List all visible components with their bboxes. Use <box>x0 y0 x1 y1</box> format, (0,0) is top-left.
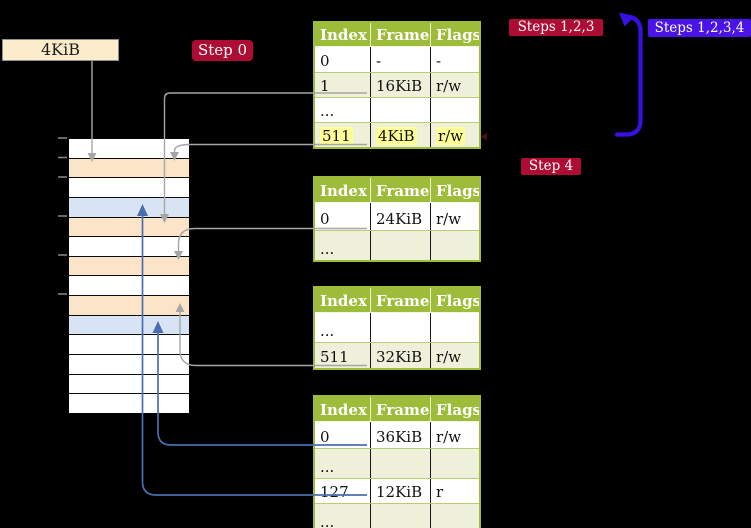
cell-frame: 24KiB <box>370 203 430 230</box>
page-table-level-3: Index Frame Flags 0 24KiB r/w ... <box>313 176 481 262</box>
memory-frame-row <box>69 275 189 296</box>
column-header-flags: Flags <box>430 397 479 421</box>
cell-frame: 4KiB <box>370 123 430 147</box>
memory-frame-row <box>69 314 189 335</box>
column-header-flags: Flags <box>430 178 479 202</box>
cell-frame <box>370 313 430 342</box>
memory-frame-row <box>69 334 189 355</box>
table-row: ... <box>315 313 479 342</box>
steps1234-badge: Steps 1,2,3,4 <box>648 19 751 37</box>
table-row: 127 12KiB r <box>315 478 479 503</box>
cell-flags <box>430 313 479 342</box>
column-header-frame: Frame <box>370 397 430 421</box>
cell-index: ... <box>320 513 335 528</box>
cell-frame <box>370 231 430 260</box>
column-header-frame: Frame <box>370 23 430 46</box>
cell-index: 511 <box>320 127 353 145</box>
column-header-index: Index <box>320 26 367 44</box>
column-header-frame: Frame <box>370 288 430 312</box>
step4-badge: Step 4 <box>521 158 581 175</box>
steps1234-text: Steps 1,2,3,4 <box>654 20 745 36</box>
table-row: 0 - - <box>315 47 479 72</box>
step0-text: Step 0 <box>197 41 248 59</box>
steps123-badge: Steps 1,2,3 <box>509 19 603 36</box>
memory-frame-row <box>69 196 189 217</box>
cell-frame: 12KiB <box>370 479 430 503</box>
memory-address-ticks <box>58 137 67 295</box>
cell-flags <box>430 231 479 260</box>
page-size-text: 4KiB <box>40 40 80 59</box>
cell-flags: r/w <box>430 73 479 97</box>
arrow-steps-loop <box>614 12 643 137</box>
cell-flags: r/w <box>430 422 479 448</box>
column-header-index: Index <box>320 182 367 200</box>
column-header-frame: Frame <box>370 178 430 202</box>
table-row: ... <box>315 448 479 478</box>
cell-frame <box>370 504 430 528</box>
steps123-text: Steps 1,2,3 <box>517 19 595 35</box>
cell-index: ... <box>320 322 335 340</box>
cell-index: 0 <box>320 428 330 446</box>
cell-frame <box>370 449 430 478</box>
page-table-level-4: Index Frame Flags 0 - - 1 16KiB r/w ... … <box>313 21 481 149</box>
cell-index: ... <box>320 240 335 258</box>
table-row: 511 32KiB r/w <box>315 342 479 368</box>
table-row: 0 36KiB r/w <box>315 422 479 448</box>
column-header-flags: Flags <box>430 23 479 46</box>
table-row: 0 24KiB r/w <box>315 203 479 230</box>
cell-flags <box>430 449 479 478</box>
table-row: ... <box>315 97 479 122</box>
table-row: ... <box>315 503 479 528</box>
cell-index: ... <box>320 458 335 476</box>
column-header-index: Index <box>320 292 367 310</box>
step4-text: Step 4 <box>528 158 574 174</box>
table-row: 1 16KiB r/w <box>315 72 479 97</box>
cell-frame: 36KiB <box>370 422 430 448</box>
cell-index: 0 <box>320 52 330 70</box>
table-header-row: Index Frame Flags <box>315 288 479 313</box>
memory-frame-row <box>69 177 189 197</box>
table-row-highlighted: 511 4KiB r/w <box>315 122 479 147</box>
table-header-row: Index Frame Flags <box>315 23 479 47</box>
memory-frame-row <box>69 354 189 374</box>
cell-index: 0 <box>320 210 330 228</box>
memory-frame-row <box>69 295 189 315</box>
memory-frame-row <box>69 373 189 394</box>
cell-flags <box>430 504 479 528</box>
column-header-flags: Flags <box>430 288 479 312</box>
cell-frame: 16KiB <box>370 73 430 97</box>
cell-index: ... <box>320 102 335 120</box>
memory-frame-row <box>69 139 189 158</box>
table-header-row: Index Frame Flags <box>315 397 479 422</box>
page-table-level-1: Index Frame Flags 0 36KiB r/w ... 127 12… <box>313 395 481 528</box>
column-header-index: Index <box>320 401 367 419</box>
cell-flags: r/w <box>430 123 479 147</box>
table-row: ... <box>315 230 479 260</box>
cell-frame <box>370 98 430 122</box>
page-size-label: 4KiB <box>2 39 119 61</box>
cell-index: 127 <box>320 483 349 501</box>
cell-flags: r <box>430 479 479 503</box>
cell-flags <box>430 98 479 122</box>
table-header-row: Index Frame Flags <box>315 178 479 203</box>
arrow-marker-t1-row511 <box>480 132 487 141</box>
page-table-level-2: Index Frame Flags ... 511 32KiB r/w <box>313 286 481 370</box>
cell-index: 1 <box>320 77 330 95</box>
memory-frame-row <box>69 393 189 413</box>
memory-frames-strip <box>68 138 190 414</box>
cell-index: 511 <box>320 348 349 366</box>
cell-frame: - <box>370 47 430 72</box>
cell-flags: - <box>430 47 479 72</box>
step0-badge: Step 0 <box>192 40 253 61</box>
memory-frame-row <box>69 216 189 237</box>
cell-frame: 32KiB <box>370 343 430 368</box>
memory-frame-row <box>69 255 189 276</box>
memory-frame-row <box>69 236 189 256</box>
cell-flags: r/w <box>430 343 479 368</box>
memory-frame-row <box>69 157 189 178</box>
cell-flags: r/w <box>430 203 479 230</box>
